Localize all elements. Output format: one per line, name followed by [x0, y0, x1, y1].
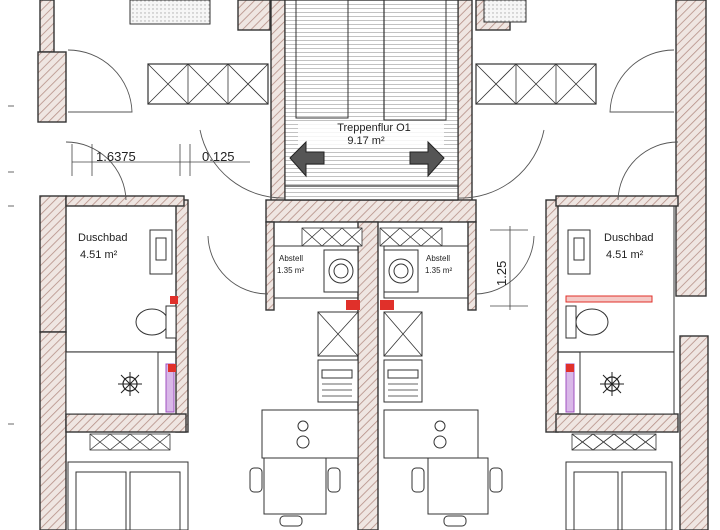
storage-rooms: Abstell 1.35 m² Abstell 1.35 m² [273, 245, 469, 310]
bathroom-left: Duschbad 4.51 m² [65, 205, 178, 415]
stove-icon [296, 420, 447, 449]
storage-left-area: 1.35 m² [277, 266, 304, 275]
cabinets [89, 63, 657, 451]
bath-left-name: Duschbad [78, 232, 128, 244]
sink-icon [383, 359, 423, 403]
sink-icon [317, 359, 359, 403]
dimension-lines: 1.6375 0.125 1.25 [8, 105, 528, 425]
bathroom-right: Duschbad 4.51 m² [557, 205, 675, 415]
bath-right-area: 4.51 m² [606, 249, 644, 261]
storage-left-name: Abstell [279, 254, 303, 263]
toilet-icon [575, 308, 609, 336]
table-icon [263, 457, 327, 515]
toilet-icon [135, 308, 169, 336]
arrow-left-icon [289, 140, 325, 178]
dimension-label-3: 1.25 [494, 261, 509, 286]
stairwell-name: Treppenflur O1 [337, 122, 411, 134]
walls [37, 0, 709, 530]
furniture-bottom [67, 461, 673, 530]
dimension-label-1: 1.6375 [96, 149, 136, 164]
washing-machine-icon [388, 258, 414, 284]
kitchens [261, 311, 479, 459]
stairwell-area: 9.17 m² [347, 135, 385, 147]
table-icon [427, 457, 489, 515]
dining-sets [249, 457, 503, 527]
washing-machine-icon [328, 258, 354, 284]
storage-right-area: 1.35 m² [425, 266, 452, 275]
door-swings [65, 49, 679, 295]
stairwell: Treppenflur O1 9.17 m² [284, 0, 459, 201]
storage-right-name: Abstell [426, 254, 450, 263]
bath-left-area: 4.51 m² [80, 249, 118, 261]
bath-right-name: Duschbad [604, 232, 654, 244]
top-dotted-areas [129, 0, 527, 25]
shower-drain-icon [600, 372, 624, 396]
arrow-right-icon [409, 140, 445, 178]
dimension-label-2: 0.125 [202, 149, 235, 164]
shower-drain-icon [118, 372, 142, 396]
